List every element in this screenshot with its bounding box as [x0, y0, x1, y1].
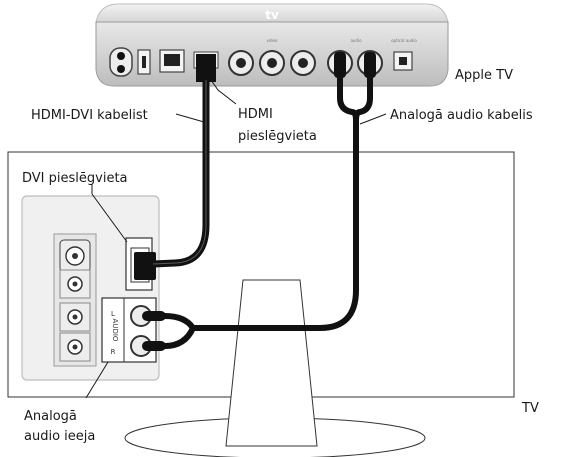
label-analog-audio-cable: Analogā audio kabelis	[390, 108, 533, 123]
audio-text-label: AUDIO	[111, 319, 119, 342]
rear-optical-label: optical audio	[391, 38, 417, 43]
audio-r-label: R	[111, 348, 116, 356]
label-hdmi-dvi-cable: HDMI-DVI kabelist	[31, 108, 148, 123]
audio-input-tv: L AUDIO R	[101, 297, 157, 363]
power-port	[109, 47, 133, 77]
rear-video-label: video	[267, 38, 278, 43]
rear-audio-label: audio	[350, 38, 362, 43]
usb-port	[137, 49, 151, 75]
label-tv: TV	[521, 401, 539, 416]
hdmi-dvi-cable-highlight	[152, 80, 207, 265]
audio-ports-apple-tv	[327, 50, 383, 78]
label-hdmi-port-line2: pieslēgvieta	[238, 129, 317, 144]
label-apple-tv: Apple TV	[455, 68, 513, 83]
audio-l-label: L	[111, 310, 115, 318]
label-analog-audio-input-line2: audio ieeja	[24, 429, 95, 444]
label-dvi-port: DVI pieslēgvieta	[22, 171, 128, 186]
component-video-ports	[228, 50, 316, 76]
dvi-port-tv	[125, 237, 156, 291]
label-analog-audio-input-line1: Analogā	[24, 409, 77, 424]
apple-tv-logo: tv	[265, 8, 279, 22]
hdmi-port-apple-tv	[193, 51, 219, 82]
optical-audio-port	[393, 51, 413, 71]
ethernet-port	[159, 49, 185, 73]
analog-audio-cable-plugs	[142, 311, 166, 351]
tv-stand	[124, 279, 426, 457]
label-hdmi-port-line1: HDMI	[238, 107, 273, 122]
leader-lines	[85, 79, 387, 399]
apple-tv-device: tv video audio optical audio	[95, 3, 449, 87]
